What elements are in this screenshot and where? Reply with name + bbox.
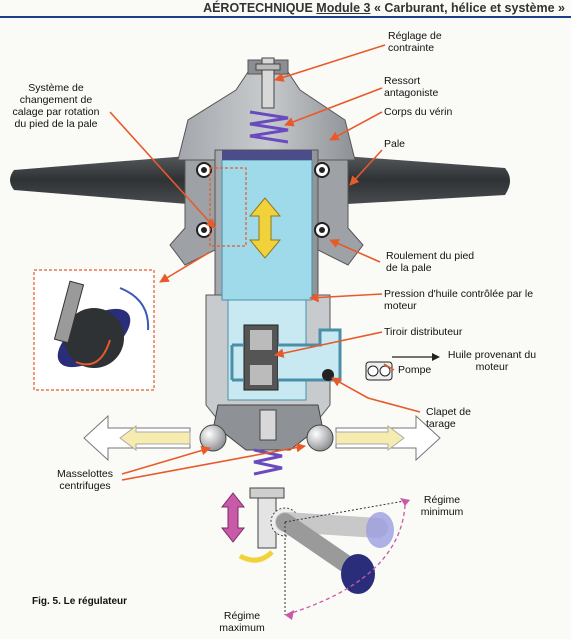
label-tiroir-distributeur: Tiroir distributeur <box>384 326 463 338</box>
leader-lines <box>109 44 421 481</box>
blade-bearing <box>196 162 330 238</box>
detail-marker-box <box>209 167 247 247</box>
label-regime-minimum: Régime minimum <box>420 494 464 518</box>
label-clapet-tarage: Clapet de tarage <box>426 406 471 430</box>
header-rule <box>0 16 571 18</box>
control-lever <box>249 487 394 594</box>
figure-caption: Fig. 5. Le régulateur <box>32 596 128 607</box>
label-systeme-calage: Système de changement de calage par rota… <box>12 82 100 130</box>
label-pale: Pale <box>384 138 406 150</box>
label-regime-maximum: Régime maximum <box>219 610 265 634</box>
piston-travel-arrow <box>248 197 282 259</box>
lever-swing-lines <box>284 498 411 620</box>
propeller-blade-right <box>330 155 510 205</box>
centrifugal-arrow-left <box>83 414 191 462</box>
lever-rotation-arrow <box>238 550 274 563</box>
propeller-blade-left <box>10 155 200 205</box>
label-ressort-antagoniste: Ressort antagoniste <box>384 75 439 99</box>
label-pression-huile: Pression d'huile contrôlée par le moteur <box>384 288 534 312</box>
lever-travel-arrow <box>220 492 246 543</box>
speeder-spring <box>253 448 283 476</box>
return-spring <box>249 110 289 144</box>
oil-pump <box>365 361 393 381</box>
centrifugal-arrow-right <box>335 414 441 462</box>
label-masselottes: Masselottes centrifuges <box>56 468 114 492</box>
oil-inlet-arrow <box>432 353 440 361</box>
relief-valve <box>322 369 334 381</box>
flyweight-assembly <box>199 404 334 476</box>
label-reglage-contrainte: Réglage de contrainte <box>388 30 442 54</box>
flyweight-right <box>306 424 334 452</box>
label-corps-verin: Corps du vérin <box>384 106 453 118</box>
detail-inset <box>33 269 155 391</box>
label-roulement: Roulement du pied de la pale <box>386 250 475 274</box>
page-header: AÉROTECHNIQUE Module 3 « Carburant, héli… <box>0 0 571 18</box>
label-pompe: Pompe <box>398 364 432 376</box>
label-huile-moteur: Huile provenant du moteur <box>447 349 537 373</box>
header-title: AÉROTECHNIQUE Module 3 « Carburant, héli… <box>203 1 565 15</box>
distributor-valve <box>230 324 342 391</box>
flyweight-left <box>199 424 227 452</box>
